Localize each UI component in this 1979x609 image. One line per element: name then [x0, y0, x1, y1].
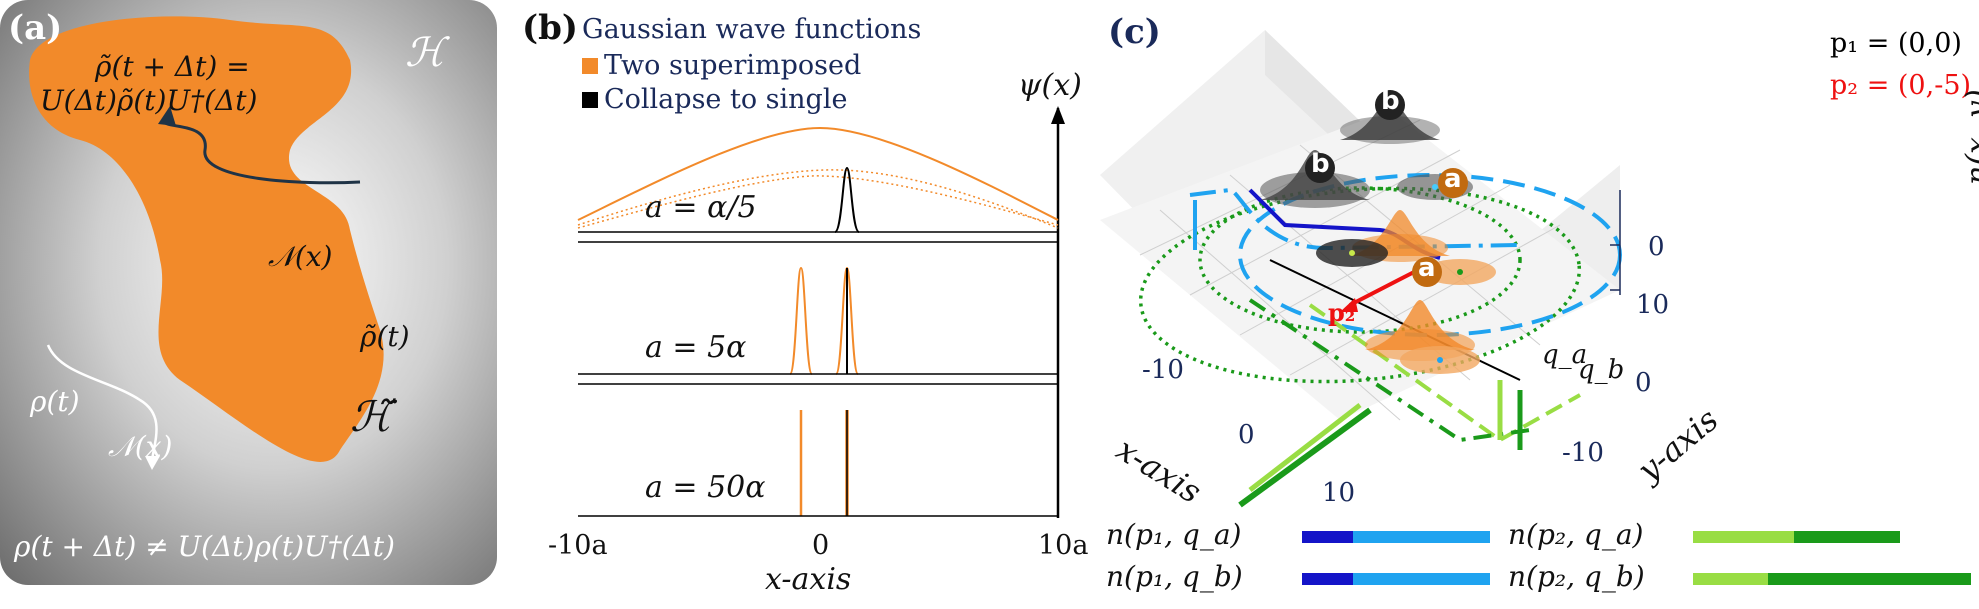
- bar-p2-qa: [1693, 531, 1900, 543]
- legend-label: Collapse to single: [604, 84, 848, 115]
- noise-arrow-outer: [46, 344, 158, 461]
- legend-item-superimposed: Two superimposed: [582, 50, 861, 81]
- bar-segment-dark: [1794, 531, 1900, 543]
- z-tick-0: 0: [1648, 232, 1665, 262]
- q-a-label: q_a: [1542, 340, 1588, 370]
- legend-title: Gaussian wave functions: [582, 14, 922, 45]
- z-axis-label: n(x, y): [1960, 89, 1979, 185]
- x-tick-right: 10a: [1038, 530, 1089, 561]
- noise-label-inner: 𝒩(x): [268, 240, 333, 273]
- hilbert-space-symbol: ℋ: [405, 30, 445, 76]
- y-tick-0: 0: [1635, 368, 1652, 398]
- p1-label: p₁ = (0,0): [1830, 28, 1962, 59]
- rho-label: ρ(t): [30, 385, 80, 418]
- trajectory-light-green: [1308, 303, 1581, 443]
- x-tick-center: 0: [812, 530, 830, 561]
- subplot1-orange-sum: [577, 126, 1059, 221]
- bar-p1-qb: [1302, 573, 1490, 585]
- legend-item-collapse: Collapse to single: [582, 84, 847, 115]
- x-tick-minus10: -10: [1142, 355, 1184, 385]
- subplot2-label: a = 5α: [645, 330, 747, 365]
- arrowhead-inner: [158, 106, 176, 126]
- panel-b: (b) Gaussian wave functions Two superimp…: [510, 0, 1100, 609]
- y-axis-arrow: [1051, 106, 1065, 124]
- marker-a-front: [1412, 257, 1442, 287]
- marker-a-back-label: a: [1444, 164, 1462, 194]
- x-axis-label: x-axis: [765, 562, 852, 597]
- base-dark-green: [1238, 407, 1372, 508]
- bar-segment-dark: [1302, 573, 1353, 585]
- subplot3-label: a = 50α: [645, 470, 766, 505]
- base-light-green: [1248, 403, 1362, 492]
- legend-label: Two superimposed: [604, 50, 862, 81]
- bar-segment-light: [1352, 573, 1490, 585]
- bar-segment-dark: [1768, 573, 1971, 585]
- marker-b-front-label: b: [1311, 149, 1330, 179]
- 3d-plot: [1100, 30, 1622, 508]
- equation-top-line2: U(Δt)ρ̃(t)U†(Δt): [40, 84, 258, 117]
- p2-arrow-head: [1340, 298, 1358, 312]
- p2-label: p₂ = (0,-5): [1830, 70, 1972, 101]
- rho-tilde-label: ρ̃(t): [360, 320, 410, 353]
- p2-arrow-label: p₂: [1328, 298, 1356, 327]
- q-b-label: q_b: [1578, 355, 1625, 385]
- bar-segment-light: [1693, 573, 1769, 585]
- hilbert-space-drawing: [29, 16, 384, 470]
- subplot1-black-peak: [834, 166, 860, 233]
- bar-label-p2-qa: n(p₂, q_a): [1508, 518, 1644, 551]
- marker-a-front-label: a: [1418, 253, 1436, 283]
- subplot2-orange-left: [789, 266, 813, 375]
- arrowhead-outer: [145, 456, 160, 470]
- bar-segment-light: [1693, 531, 1795, 543]
- marker-b-back-label: b: [1381, 86, 1400, 116]
- bar-p2-qb: [1693, 573, 1971, 585]
- subplot1-label: a = α/5: [645, 190, 757, 225]
- subplot1-orange-dotted2: [577, 169, 1059, 229]
- x-tick-0: 0: [1238, 420, 1255, 450]
- bar-label-p1-qb: n(p₁, q_b): [1106, 560, 1243, 593]
- p2-arrow-shaft: [1349, 268, 1419, 307]
- legend-swatch-black: [582, 91, 598, 108]
- equation-top-line1: ρ̃(t + Δt) =: [95, 50, 250, 83]
- marker-a-back: [1438, 168, 1468, 198]
- marker-b-front: [1305, 153, 1335, 183]
- orbit-dotted-inner: [1198, 186, 1522, 334]
- trajectory-dark-green: [1248, 298, 1531, 443]
- panel-a: (a) ℋ ρ̃(t + Δt) = U(Δt)ρ̃(t)U†(Δt) 𝒩(x)…: [0, 0, 497, 585]
- bar-segment-light: [1352, 531, 1490, 543]
- bar-label-p2-qb: n(p₂, q_b): [1508, 560, 1645, 593]
- panel-c-label: (c): [1108, 12, 1161, 52]
- legend-swatch-orange: [582, 57, 598, 74]
- bar-segment-dark: [1302, 531, 1353, 543]
- panel-a-label: (a): [8, 8, 63, 48]
- marker-b-back: [1375, 90, 1405, 120]
- noise-arrow-inner: [163, 119, 361, 185]
- bar-label-p1-qa: n(p₁, q_a): [1106, 518, 1242, 551]
- projected-hilbert-blob: [29, 16, 384, 462]
- subplot1-orange-dotted1: [577, 175, 1059, 229]
- x-tick-left: -10a: [548, 530, 608, 561]
- bar-p1-qa: [1302, 531, 1490, 543]
- panel-b-label: (b): [522, 8, 578, 48]
- z-tick-10: 10: [1636, 290, 1670, 320]
- y-axis-label: ψ(x): [1018, 68, 1082, 103]
- panel-c: (c) p₁ = (0,0) p₂ = (0,-5): [1100, 0, 1979, 609]
- equation-bottom: ρ(t + Δt) ≠ U(Δt)ρ(t)U†(Δt): [14, 530, 395, 563]
- x-tick-10: 10: [1322, 478, 1356, 508]
- noise-label-outer: 𝒩(x): [108, 430, 173, 463]
- projected-hilbert-symbol: ℋ̃: [350, 392, 392, 441]
- wavefunction-plots: [577, 106, 1065, 518]
- y-tick-minus10: -10: [1562, 438, 1604, 468]
